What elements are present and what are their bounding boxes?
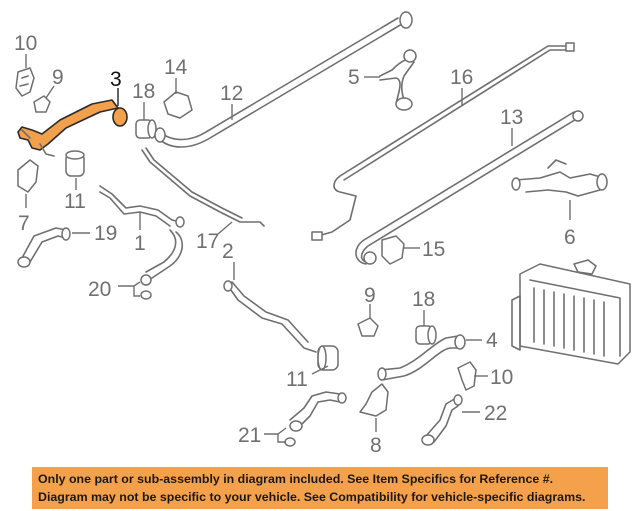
part-14-bracket — [163, 91, 193, 119]
callout-11-top: 11 — [64, 190, 86, 213]
callout-14: 14 — [164, 56, 188, 79]
part-21-hose — [284, 391, 347, 447]
callout-3: 3 — [110, 68, 122, 91]
part-5-hose — [379, 49, 417, 111]
callout-2: 2 — [222, 240, 234, 263]
part-20-hose — [140, 229, 183, 300]
disclaimer-line-1: Only one part or sub-assembly in diagram… — [38, 472, 554, 486]
callout-18-bottom: 18 — [412, 288, 435, 311]
callout-18-top: 18 — [132, 80, 155, 103]
part-13-long-pipe — [355, 110, 584, 265]
part-11-sleeve-bottom — [317, 345, 339, 371]
part-17-line — [141, 147, 265, 227]
disclaimer-line-2: Diagram may not be specific to your vehi… — [38, 490, 586, 504]
part-10-bracket-bottom — [457, 361, 477, 391]
callout-5: 5 — [348, 66, 360, 89]
part-11-sleeve-top — [65, 150, 85, 177]
callout-1: 1 — [134, 232, 146, 255]
part-3-coolant-pipe — [17, 99, 128, 157]
part-4-hose — [377, 334, 466, 381]
part-1-pipe — [99, 185, 185, 228]
part-9-clip-bottom — [357, 317, 379, 337]
callout-11-bottom: 11 — [286, 368, 308, 391]
part-9-clip-top — [33, 95, 51, 113]
callout-13: 13 — [500, 106, 523, 129]
callout-10-bottom: 10 — [490, 366, 513, 389]
part-18-sleeve-top — [135, 119, 157, 139]
leader-17 — [217, 221, 233, 235]
callout-8: 8 — [370, 434, 382, 457]
callout-22: 22 — [484, 402, 507, 425]
radiator-assembly — [511, 259, 631, 365]
part-18-sleeve-bottom — [415, 325, 437, 345]
leader-9a — [45, 85, 55, 99]
disclaimer-banner: Only one part or sub-assembly in diagram… — [32, 467, 608, 509]
part-2-pipe — [223, 280, 317, 353]
parts-diagram: 10 9 3 18 14 12 5 — [14, 11, 631, 457]
callout-9-bottom: 9 — [364, 284, 376, 307]
part-22-hose — [421, 394, 463, 446]
leader-20 — [118, 281, 141, 297]
callout-19: 19 — [94, 222, 117, 245]
part-7-bracket — [17, 159, 39, 193]
part-16-long-pipe — [311, 42, 575, 241]
callout-20: 20 — [88, 278, 111, 301]
part-15-connector — [381, 235, 405, 265]
part-8-bracket — [359, 383, 389, 417]
callout-6: 6 — [564, 226, 576, 249]
callout-9-top: 9 — [52, 66, 64, 89]
callout-10-top: 10 — [14, 32, 37, 55]
callout-16: 16 — [450, 66, 473, 89]
leader-21 — [264, 427, 287, 443]
callout-21: 21 — [238, 424, 261, 447]
callout-15: 15 — [422, 238, 445, 261]
part-12-long-pipe — [154, 11, 413, 148]
leader-11b — [311, 365, 329, 375]
callout-17: 17 — [196, 230, 219, 253]
part-10-bracket — [15, 67, 35, 97]
callout-12: 12 — [220, 82, 243, 105]
callout-7: 7 — [18, 212, 30, 235]
part-6-hose — [511, 159, 608, 197]
callout-4: 4 — [486, 329, 498, 352]
part-19-hose — [17, 227, 71, 268]
